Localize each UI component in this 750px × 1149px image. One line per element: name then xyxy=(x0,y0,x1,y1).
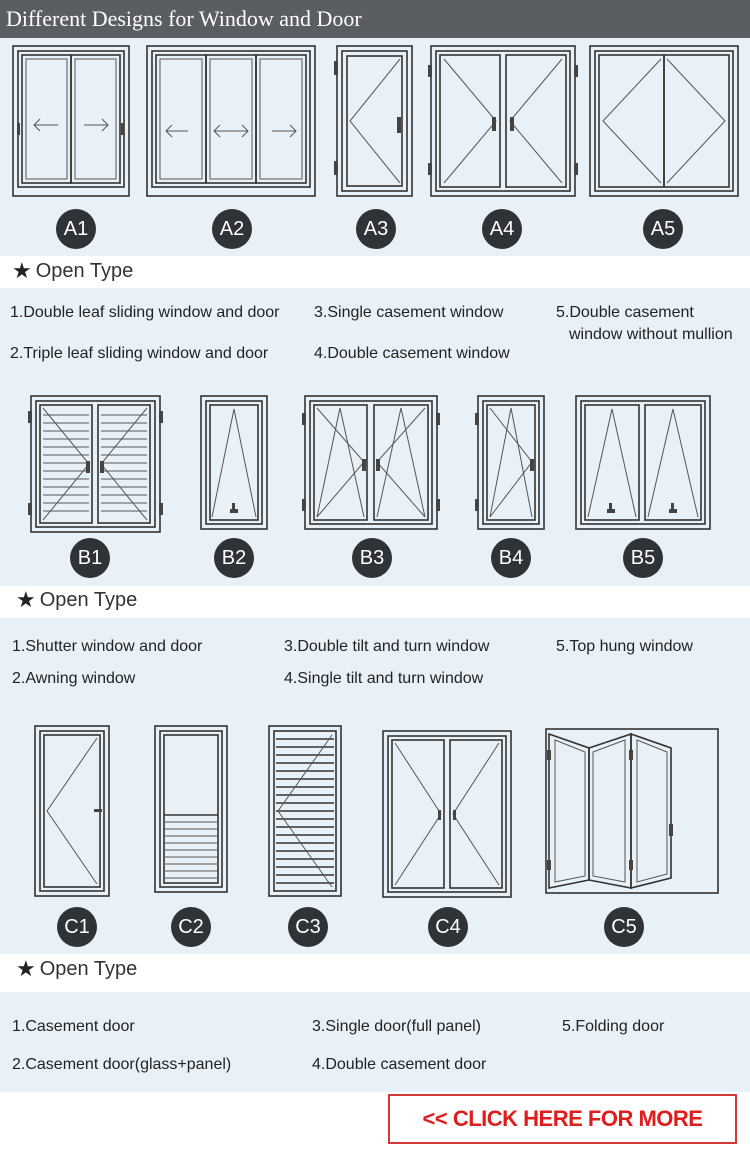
open-type-heading-c: ★ Open Type xyxy=(16,957,138,982)
page-title: Different Designs for Window and Door xyxy=(6,6,362,31)
star-icon: ★ xyxy=(16,957,36,982)
description-b1: 1.Shutter window and door xyxy=(12,638,203,655)
window-a5-drawing xyxy=(589,45,739,197)
badge-b4: B4 xyxy=(491,538,531,578)
description-c4: 4.Double casement door xyxy=(312,1056,487,1073)
badge-c1: C1 xyxy=(57,907,97,947)
badge-b5: B5 xyxy=(623,538,663,578)
badge-c2: C2 xyxy=(171,907,211,947)
description-b3: 3.Double tilt and turn window xyxy=(284,638,490,655)
door-c2-drawing xyxy=(154,725,228,893)
badge-b3: B3 xyxy=(352,538,392,578)
open-type-heading-b: ★ Open Type xyxy=(16,588,138,613)
badge-c3: C3 xyxy=(288,907,328,947)
door-c1-drawing xyxy=(34,725,110,897)
window-a1-drawing xyxy=(12,45,130,197)
description-a4: 4.Double casement window xyxy=(314,345,510,362)
description-b2: 2.Awning window xyxy=(12,670,136,687)
description-c1: 1.Casement door xyxy=(12,1018,135,1035)
description-b5: 5.Top hung window xyxy=(556,638,693,655)
star-icon: ★ xyxy=(12,259,32,284)
badge-a5: A5 xyxy=(643,209,683,249)
badge-b2: B2 xyxy=(214,538,254,578)
window-b3-drawing xyxy=(302,395,440,530)
open-type-heading-a: ★ Open Type xyxy=(12,259,134,284)
description-c3: 3.Single door(full panel) xyxy=(312,1018,481,1035)
description-a3: 3.Single casement window xyxy=(314,304,504,321)
more-options-button[interactable]: << CLICK HERE FOR MORE OPTIONS xyxy=(388,1094,737,1144)
description-c5: 5.Folding door xyxy=(562,1018,665,1035)
window-b4-drawing xyxy=(475,395,545,530)
badge-a2: A2 xyxy=(212,209,252,249)
door-c5-drawing xyxy=(545,728,719,894)
description-c2: 2.Casement door(glass+panel) xyxy=(12,1056,232,1073)
door-c3-drawing xyxy=(268,725,342,897)
section-b-description-band xyxy=(0,618,750,710)
section-c-description-band xyxy=(0,992,750,1092)
window-b1-drawing xyxy=(28,395,163,533)
badge-c4: C4 xyxy=(428,907,468,947)
star-icon: ★ xyxy=(16,588,36,613)
description-b4: 4.Single tilt and turn window xyxy=(284,670,484,687)
window-b2-drawing xyxy=(200,395,268,530)
badge-b1: B1 xyxy=(70,538,110,578)
badge-a4: A4 xyxy=(482,209,522,249)
description-a5-line1: 5.Double casement xyxy=(556,304,694,321)
window-b5-drawing xyxy=(575,395,711,530)
window-a4-drawing xyxy=(428,45,578,197)
description-a2: 2.Triple leaf sliding window and door xyxy=(10,345,269,362)
window-a3-drawing xyxy=(334,45,413,197)
badge-c5: C5 xyxy=(604,907,644,947)
badge-a1: A1 xyxy=(56,209,96,249)
door-c4-drawing xyxy=(382,730,512,898)
badge-a3: A3 xyxy=(356,209,396,249)
page-header: Different Designs for Window and Door xyxy=(0,0,750,38)
description-a5-line2: window without mullion xyxy=(569,326,733,343)
description-a1: 1.Double leaf sliding window and door xyxy=(10,304,280,321)
window-a2-drawing xyxy=(146,45,316,197)
section-a-description-band xyxy=(0,288,750,378)
